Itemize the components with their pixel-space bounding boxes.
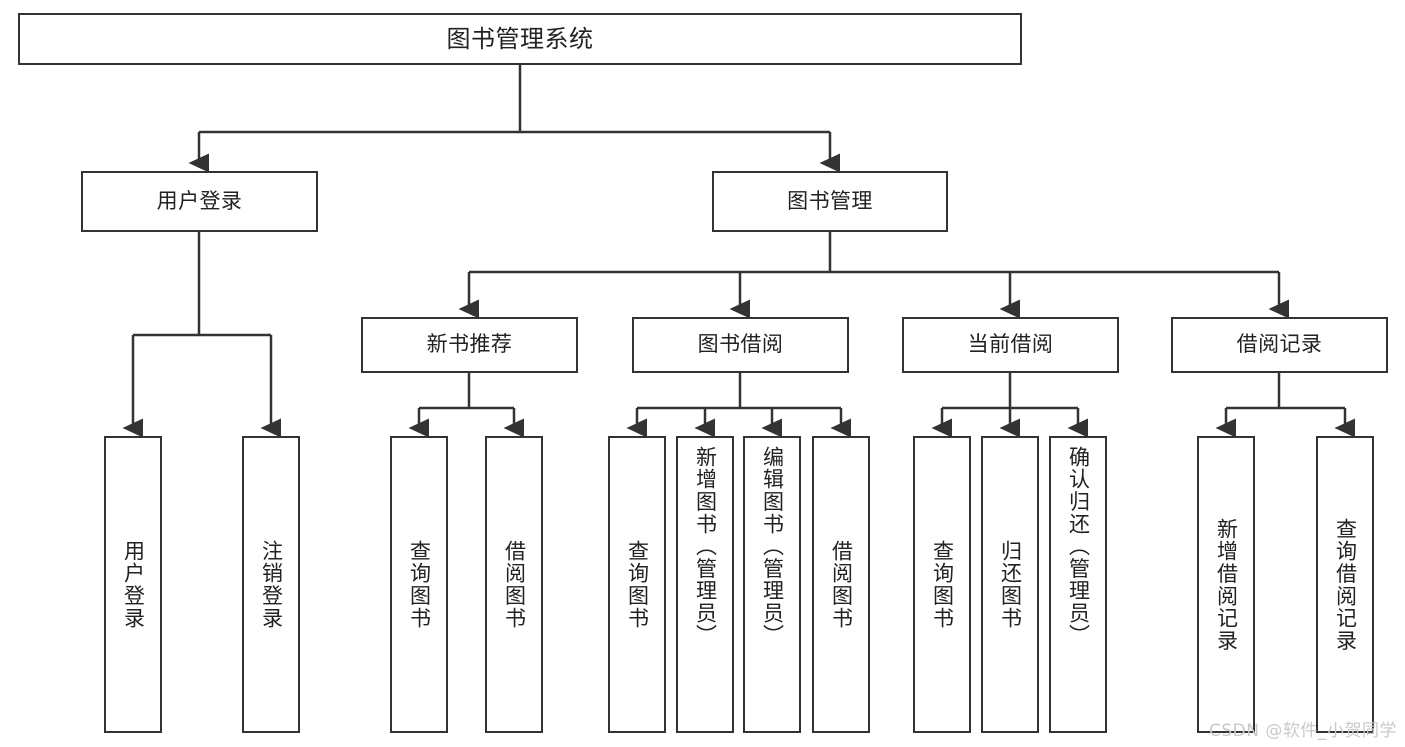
node-label: 查询借阅记录 <box>1333 517 1358 652</box>
node-label: 图书借阅 <box>697 332 784 357</box>
node-label: 用户登录 <box>121 539 146 630</box>
node-label: 查询图书 <box>407 539 432 630</box>
node-book-borrow[interactable]: 图书借阅 <box>632 317 849 373</box>
node-label: 归还图书 <box>998 539 1023 630</box>
node-current-borrow[interactable]: 当前借阅 <box>902 317 1119 373</box>
leaf-borrow-book-recommend[interactable]: 借阅图书 <box>485 436 543 733</box>
leaf-add-book-admin[interactable]: 新增图书（管理员） <box>676 436 734 733</box>
leaf-confirm-return-admin[interactable]: 确认归还（管理员） <box>1049 436 1107 733</box>
node-label: 借阅图书 <box>829 539 854 630</box>
leaf-query-borrow-record[interactable]: 查询借阅记录 <box>1316 436 1374 733</box>
node-label: 图书管理 <box>787 188 873 213</box>
node-new-book-recommend[interactable]: 新书推荐 <box>361 317 578 373</box>
leaf-add-borrow-record[interactable]: 新增借阅记录 <box>1197 436 1255 733</box>
node-user-login[interactable]: 用户登录 <box>81 171 318 232</box>
leaf-logout[interactable]: 注销登录 <box>242 436 300 733</box>
node-label: 查询图书 <box>625 539 650 630</box>
node-label: 借阅图书 <box>502 539 527 630</box>
node-book-management[interactable]: 图书管理 <box>712 171 948 232</box>
leaf-query-book-recommend[interactable]: 查询图书 <box>390 436 448 733</box>
node-label: 查询图书 <box>930 539 955 630</box>
leaf-user-login[interactable]: 用户登录 <box>104 436 162 733</box>
node-borrow-record[interactable]: 借阅记录 <box>1171 317 1388 373</box>
leaf-edit-book-admin[interactable]: 编辑图书（管理员） <box>743 436 801 733</box>
leaf-query-book-current[interactable]: 查询图书 <box>913 436 971 733</box>
leaf-borrow-book[interactable]: 借阅图书 <box>812 436 870 733</box>
node-label: 新书推荐 <box>426 332 513 357</box>
leaf-return-book[interactable]: 归还图书 <box>981 436 1039 733</box>
node-label: 注销登录 <box>259 539 284 630</box>
node-label: 新增图书（管理员） <box>693 446 718 647</box>
node-label: 图书管理系统 <box>446 24 594 53</box>
node-label: 用户登录 <box>156 188 243 213</box>
node-label: 当前借阅 <box>967 332 1054 357</box>
node-label: 新增借阅记录 <box>1214 517 1239 652</box>
leaf-query-book-borrow[interactable]: 查询图书 <box>608 436 666 733</box>
node-label: 确认归还（管理员） <box>1066 446 1091 647</box>
node-label: 编辑图书（管理员） <box>760 446 785 647</box>
node-root-book-management-system[interactable]: 图书管理系统 <box>18 13 1022 65</box>
node-label: 借阅记录 <box>1236 332 1323 357</box>
